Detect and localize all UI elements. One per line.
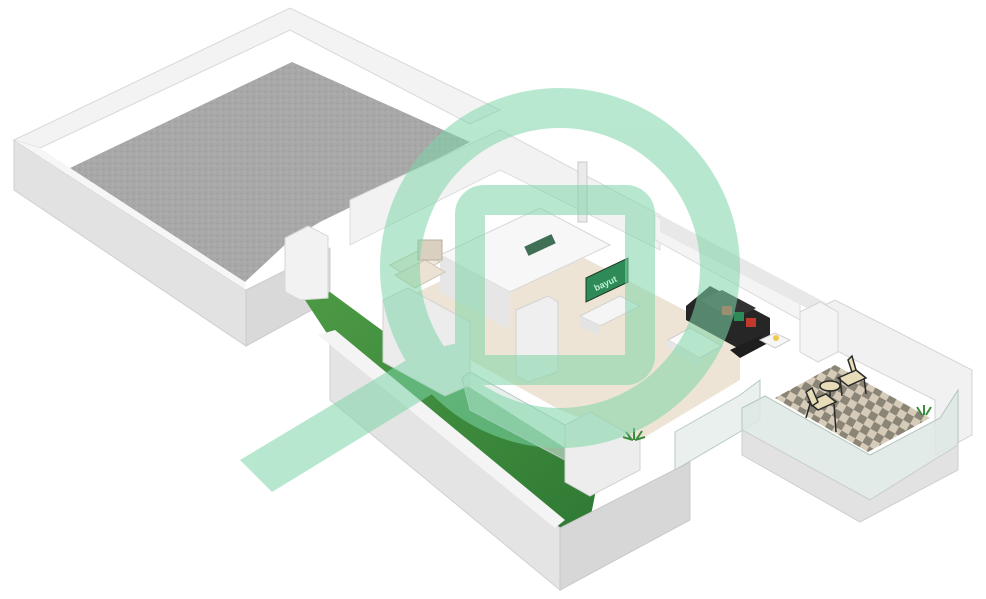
kitchen-sink bbox=[524, 234, 556, 256]
balcony-base bbox=[741, 429, 959, 523]
terrace-inner-left-wall bbox=[14, 140, 246, 290]
balcony-floor bbox=[775, 365, 930, 452]
lamp bbox=[773, 335, 779, 341]
potted-plant bbox=[622, 428, 646, 441]
cushion-red-2 bbox=[746, 318, 756, 327]
roof-terrace bbox=[12, 7, 502, 347]
entry-pillar-left bbox=[284, 225, 329, 301]
cushion-green bbox=[734, 312, 744, 321]
terrace-gravel-floor bbox=[70, 62, 470, 282]
location-pin-watermark-icon bbox=[240, 88, 740, 492]
balcony-plant bbox=[916, 405, 932, 416]
garden-front-wall bbox=[559, 461, 691, 591]
balcony-chair-1 bbox=[836, 354, 868, 397]
balcony-table bbox=[819, 380, 841, 404]
balcony bbox=[741, 299, 973, 523]
balcony-chair-2 bbox=[805, 386, 838, 433]
balcony-pillar bbox=[799, 301, 839, 363]
